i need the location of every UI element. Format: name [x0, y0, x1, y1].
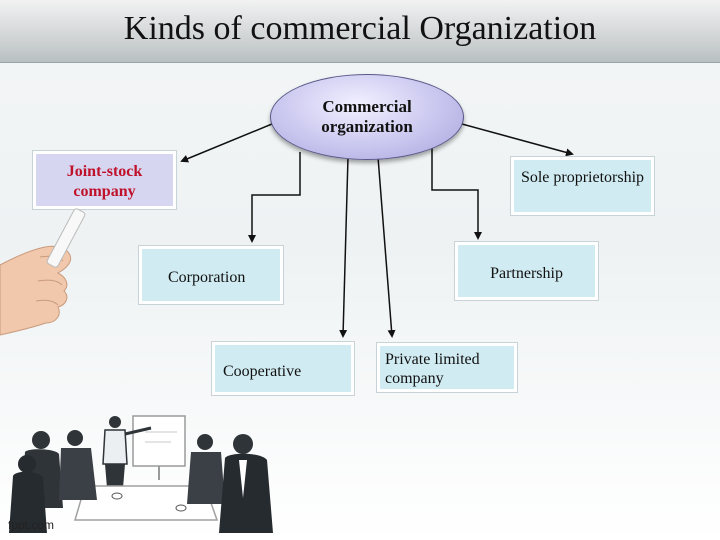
- root-node-commercial-organization: Commercial organization: [270, 74, 464, 160]
- hand-holding-chalk-icon: [0, 208, 86, 336]
- node-label-sole-proprietorship: Sole proprietorship: [520, 169, 645, 186]
- node-corporation: Corporation: [139, 246, 283, 304]
- node-sole-proprietorship: Sole proprietorship: [511, 157, 654, 215]
- connector-private-limited: [377, 156, 396, 338]
- connector-cooperative: [339, 156, 349, 338]
- watermark: fppt.com: [8, 518, 55, 532]
- node-cooperative: Cooperative: [212, 342, 354, 395]
- node-private-limited-company: Private limited company: [377, 343, 517, 392]
- node-partnership: Partnership: [455, 242, 598, 300]
- title-bar: Kinds of commercial Organization: [0, 0, 720, 63]
- node-label-private-limited: Private limited company: [385, 351, 480, 388]
- connector-corporation: [248, 152, 301, 243]
- slide-title: Kinds of commercial Organization: [123, 10, 597, 47]
- node-label-joint-stock: Joint-stock company: [66, 163, 143, 200]
- node-joint-stock-company: Joint-stock company: [33, 151, 176, 209]
- node-label-cooperative: Cooperative: [223, 363, 302, 380]
- node-label-corporation: Corporation: [168, 269, 246, 286]
- connector-sole-proprietorship: [461, 123, 574, 157]
- business-meeting-icon: [9, 415, 273, 533]
- root-node-label: Commercial organization: [321, 96, 413, 136]
- node-label-partnership: Partnership: [490, 265, 563, 282]
- connector-joint-stock: [180, 123, 273, 163]
- connector-partnership: [431, 146, 482, 240]
